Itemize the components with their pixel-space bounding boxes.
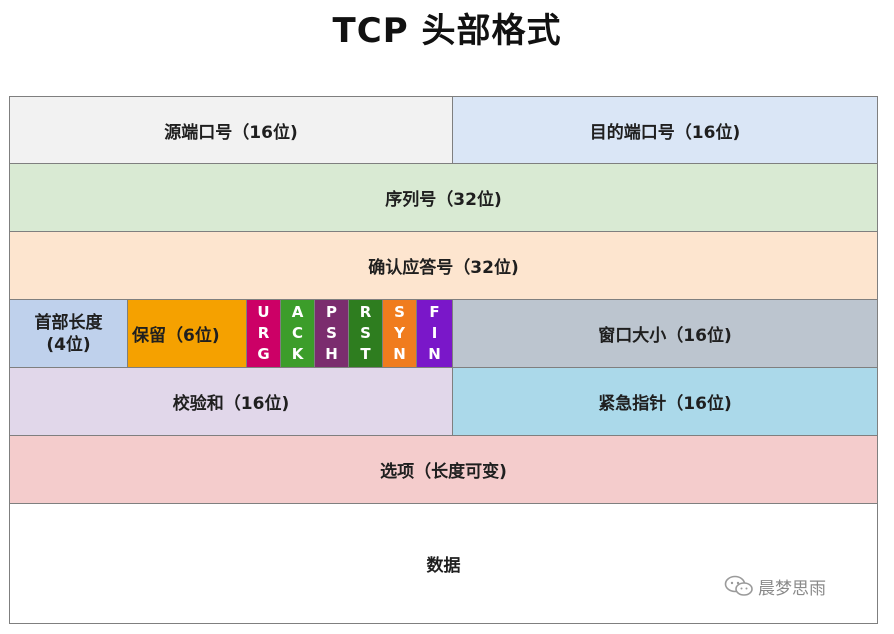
- header-length-label: 首部长度: [34, 312, 103, 333]
- checksum-label: 校验和（16位): [172, 394, 290, 414]
- flag-psh: P S H: [314, 299, 349, 368]
- ack-number-field: 确认应答号（32位): [9, 231, 878, 300]
- urgent-pointer-field: 紧急指针（16位): [452, 367, 878, 436]
- sequence-number-field: 序列号（32位): [9, 163, 878, 232]
- watermark: 晨梦思雨: [724, 573, 826, 599]
- window-size-label: 窗口大小（16位): [598, 326, 732, 346]
- reserved-label: 保留（6位): [132, 326, 220, 346]
- options-label: 选项（长度可变): [380, 462, 507, 482]
- watermark-text: 晨梦思雨: [758, 578, 826, 599]
- flag-letter: K: [291, 345, 304, 363]
- flag-letter: I: [431, 324, 438, 342]
- data-label: 数据: [426, 556, 461, 576]
- flag-urg: U R G: [246, 299, 281, 368]
- flag-letter: Y: [394, 324, 405, 342]
- checksum-field: 校验和（16位): [9, 367, 453, 436]
- urgent-pointer-label: 紧急指针（16位): [598, 394, 732, 414]
- flag-letter: A: [291, 303, 304, 321]
- diagram-title: TCP 头部格式: [332, 11, 562, 51]
- flag-letter: N: [393, 345, 406, 363]
- source-port-field: 源端口号（16位): [9, 96, 453, 164]
- flag-letter: T: [360, 345, 371, 363]
- flag-letter: R: [359, 303, 372, 321]
- source-port-label: 源端口号（16位): [164, 122, 298, 143]
- flag-letter: F: [429, 303, 440, 321]
- flag-letter: S: [360, 324, 371, 342]
- options-field: 选项（长度可变): [9, 435, 878, 504]
- flag-rst: R S T: [348, 299, 383, 368]
- flag-letter: R: [257, 324, 270, 342]
- flag-letter: H: [325, 345, 338, 363]
- flag-syn: S Y N: [382, 299, 417, 368]
- flag-fin: F I N: [416, 299, 453, 368]
- flag-letter: P: [326, 303, 337, 321]
- window-size-field: 窗口大小（16位): [452, 299, 878, 368]
- header-length-field: 首部长度 (4位): [9, 299, 128, 368]
- header-length-bits: (4位): [46, 334, 91, 355]
- ack-number-label: 确认应答号（32位): [368, 258, 519, 278]
- destination-port-field: 目的端口号（16位): [452, 96, 878, 164]
- flag-letter: N: [428, 345, 441, 363]
- flag-letter: G: [257, 345, 270, 363]
- destination-port-label: 目的端口号（16位): [589, 122, 741, 143]
- flag-ack: A C K: [280, 299, 315, 368]
- flag-letter: S: [394, 303, 405, 321]
- wechat-icon: [724, 575, 753, 596]
- flag-letter: C: [291, 324, 303, 342]
- sequence-number-label: 序列号（32位): [385, 190, 502, 210]
- data-field: 数据: [9, 503, 878, 624]
- flag-letter: U: [257, 303, 270, 321]
- reserved-field: 保留（6位): [127, 299, 247, 368]
- flag-letter: S: [326, 324, 337, 342]
